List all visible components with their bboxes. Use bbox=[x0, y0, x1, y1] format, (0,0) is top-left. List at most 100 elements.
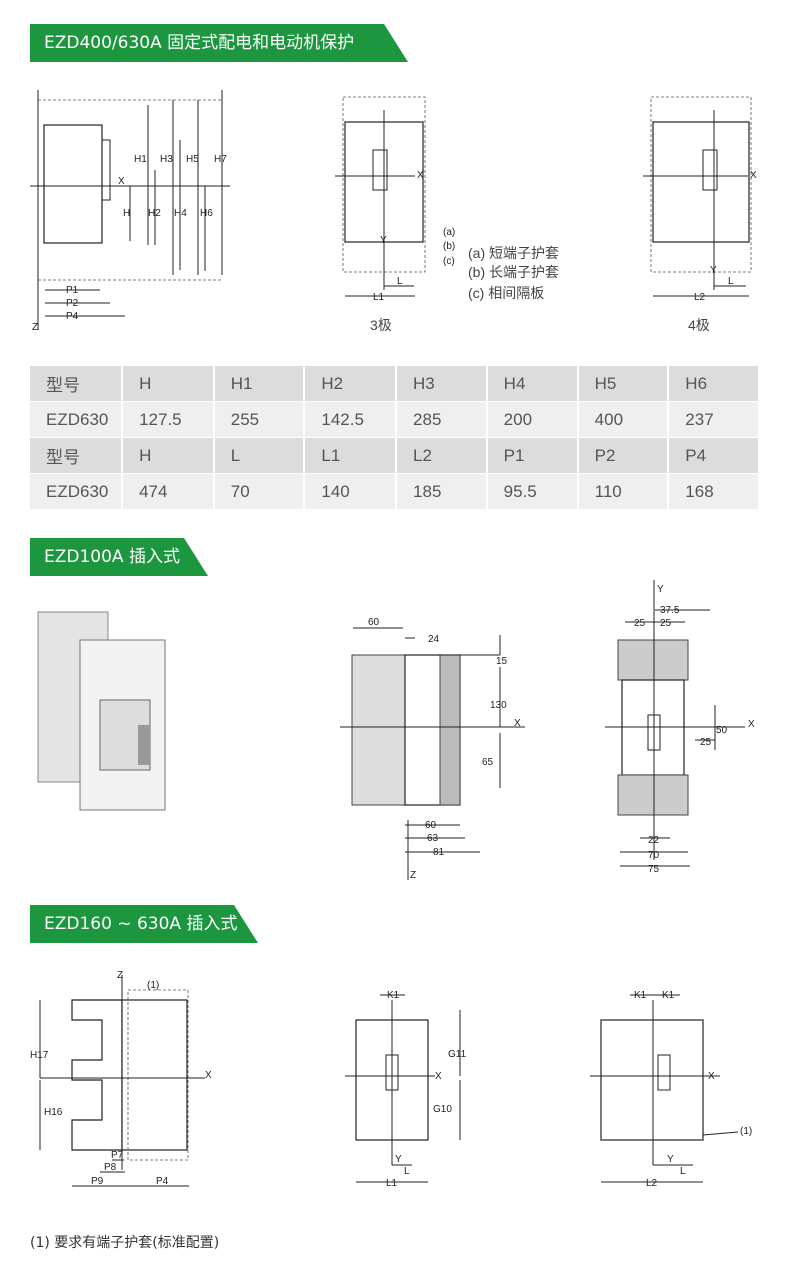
dim-label: L2 bbox=[694, 292, 706, 303]
front-view-3-pole: X Y (a) (b) (c) L L1 3极 bbox=[335, 96, 455, 333]
table-cell: P1 bbox=[486, 437, 579, 474]
dim-label: H17 bbox=[30, 1050, 49, 1061]
front-view-4-pole-ezd160: K1 K1 X (1) Y L L2 bbox=[590, 990, 752, 1189]
dim-label: G10 bbox=[433, 1104, 452, 1115]
section-title-ezd100: EZD100A 插入式 bbox=[30, 538, 208, 576]
axis-label: Y bbox=[710, 265, 717, 276]
dim-label: 75 bbox=[648, 864, 660, 875]
side-view-ezd100: 60 24 15 130 X 65 60 63 81 Z bbox=[340, 617, 525, 881]
dim-label: P4 bbox=[156, 1176, 169, 1187]
table-cell: 185 bbox=[396, 473, 488, 510]
dim-label: P1 bbox=[66, 285, 79, 296]
axis-label: X bbox=[435, 1071, 442, 1082]
table-cell: P2 bbox=[577, 437, 670, 474]
table-cell: H5 bbox=[577, 366, 670, 402]
table-cell: L bbox=[213, 437, 306, 474]
axis-label: X bbox=[750, 170, 757, 181]
dim-label: G11 bbox=[448, 1049, 467, 1060]
section-title-fixed: EZD400/630A 固定式配电和电动机保护 bbox=[30, 24, 408, 62]
dim-label: K1 bbox=[634, 990, 647, 1001]
front-view-3-pole-ezd160: K1 G11 X G10 Y L L1 bbox=[345, 990, 467, 1189]
dim-label: 81 bbox=[433, 847, 445, 858]
dim-label: H6 bbox=[200, 208, 213, 219]
dim-label: 25 bbox=[700, 737, 712, 748]
axis-label: Y bbox=[667, 1154, 674, 1165]
dim-label: 24 bbox=[428, 634, 440, 645]
axis-label: Y bbox=[380, 235, 387, 246]
callout-label: (1) bbox=[147, 980, 159, 991]
table-cell: 110 bbox=[577, 473, 670, 510]
dim-label: 25 bbox=[634, 618, 646, 629]
axis-label: X bbox=[708, 1071, 715, 1082]
dim-label: L bbox=[404, 1166, 410, 1177]
table-cell: 285 bbox=[396, 401, 488, 438]
dim-label: L bbox=[728, 276, 734, 287]
table-cell: L2 bbox=[396, 437, 488, 474]
dim-label: 15 bbox=[496, 656, 508, 667]
dim-label: P8 bbox=[104, 1162, 117, 1173]
dim-label: 70 bbox=[648, 850, 660, 861]
table-cell: H1 bbox=[213, 366, 306, 402]
table-cell: P4 bbox=[668, 437, 760, 474]
dim-label: P4 bbox=[66, 311, 79, 322]
table-cell: 95.5 bbox=[486, 473, 579, 510]
table-cell: EZD630 bbox=[30, 473, 124, 510]
table-cell: L1 bbox=[304, 437, 398, 474]
table-cell: 型号 bbox=[30, 366, 124, 402]
dim-label: L1 bbox=[386, 1178, 398, 1189]
table-cell: H6 bbox=[668, 366, 760, 402]
axis-label: X bbox=[748, 719, 755, 730]
table-cell: 200 bbox=[486, 401, 579, 438]
axis-label: X bbox=[514, 718, 521, 729]
dim-label: K1 bbox=[662, 990, 675, 1001]
dim-label: H7 bbox=[214, 154, 227, 165]
callout-label: (c) bbox=[443, 256, 455, 267]
table-cell: 400 bbox=[577, 401, 670, 438]
dim-label: H5 bbox=[186, 154, 199, 165]
section-title-ezd160-630: EZD160 ~ 630A 插入式 bbox=[30, 905, 258, 943]
axis-label: X bbox=[417, 170, 424, 181]
dim-label: P7 bbox=[111, 1150, 124, 1161]
footnote: (1) 要求有端子护套(标准配置) bbox=[30, 1235, 220, 1251]
axis-label: Y bbox=[395, 1154, 402, 1165]
caption-4-pole: 4极 bbox=[688, 317, 710, 333]
table-cell: H4 bbox=[486, 366, 579, 402]
dim-label: 50 bbox=[716, 725, 728, 736]
dim-label: 25 bbox=[660, 618, 672, 629]
axis-label: X bbox=[118, 176, 125, 187]
front-view-ezd100: Y 37.5 25 25 X 50 25 22 70 75 bbox=[605, 580, 755, 875]
callout-label: (a) bbox=[443, 227, 455, 238]
legend-item: (b) 长端子护套 bbox=[468, 264, 559, 280]
dim-label: 63 bbox=[427, 833, 439, 844]
dim-label: 22 bbox=[648, 835, 660, 846]
dim-label: 130 bbox=[490, 700, 507, 711]
dim-label: L1 bbox=[373, 292, 385, 303]
table-cell: 474 bbox=[122, 473, 215, 510]
dim-label: H1 bbox=[134, 154, 147, 165]
table-cell: 142.5 bbox=[304, 401, 398, 438]
dim-label: L bbox=[680, 1166, 686, 1177]
caption-3-pole: 3极 bbox=[370, 317, 392, 333]
dim-label: 60 bbox=[368, 617, 380, 628]
dim-label: 65 bbox=[482, 757, 494, 768]
table-cell: 140 bbox=[304, 473, 398, 510]
dim-label: L2 bbox=[646, 1178, 658, 1189]
side-view-ezd160: Z (1) H17 X H16 P7 P8 P9 P4 bbox=[30, 970, 212, 1187]
axis-label: Z bbox=[410, 870, 416, 881]
dim-label: K1 bbox=[387, 990, 400, 1001]
dim-label: H4 bbox=[174, 208, 187, 219]
callout-label: (b) bbox=[443, 241, 455, 252]
axis-label: Y bbox=[657, 584, 664, 595]
table-cell: 168 bbox=[668, 473, 760, 510]
table-cell: 70 bbox=[213, 473, 306, 510]
dim-label: H3 bbox=[160, 154, 173, 165]
callout-label: (1) bbox=[740, 1126, 752, 1137]
table-cell: H2 bbox=[304, 366, 398, 402]
